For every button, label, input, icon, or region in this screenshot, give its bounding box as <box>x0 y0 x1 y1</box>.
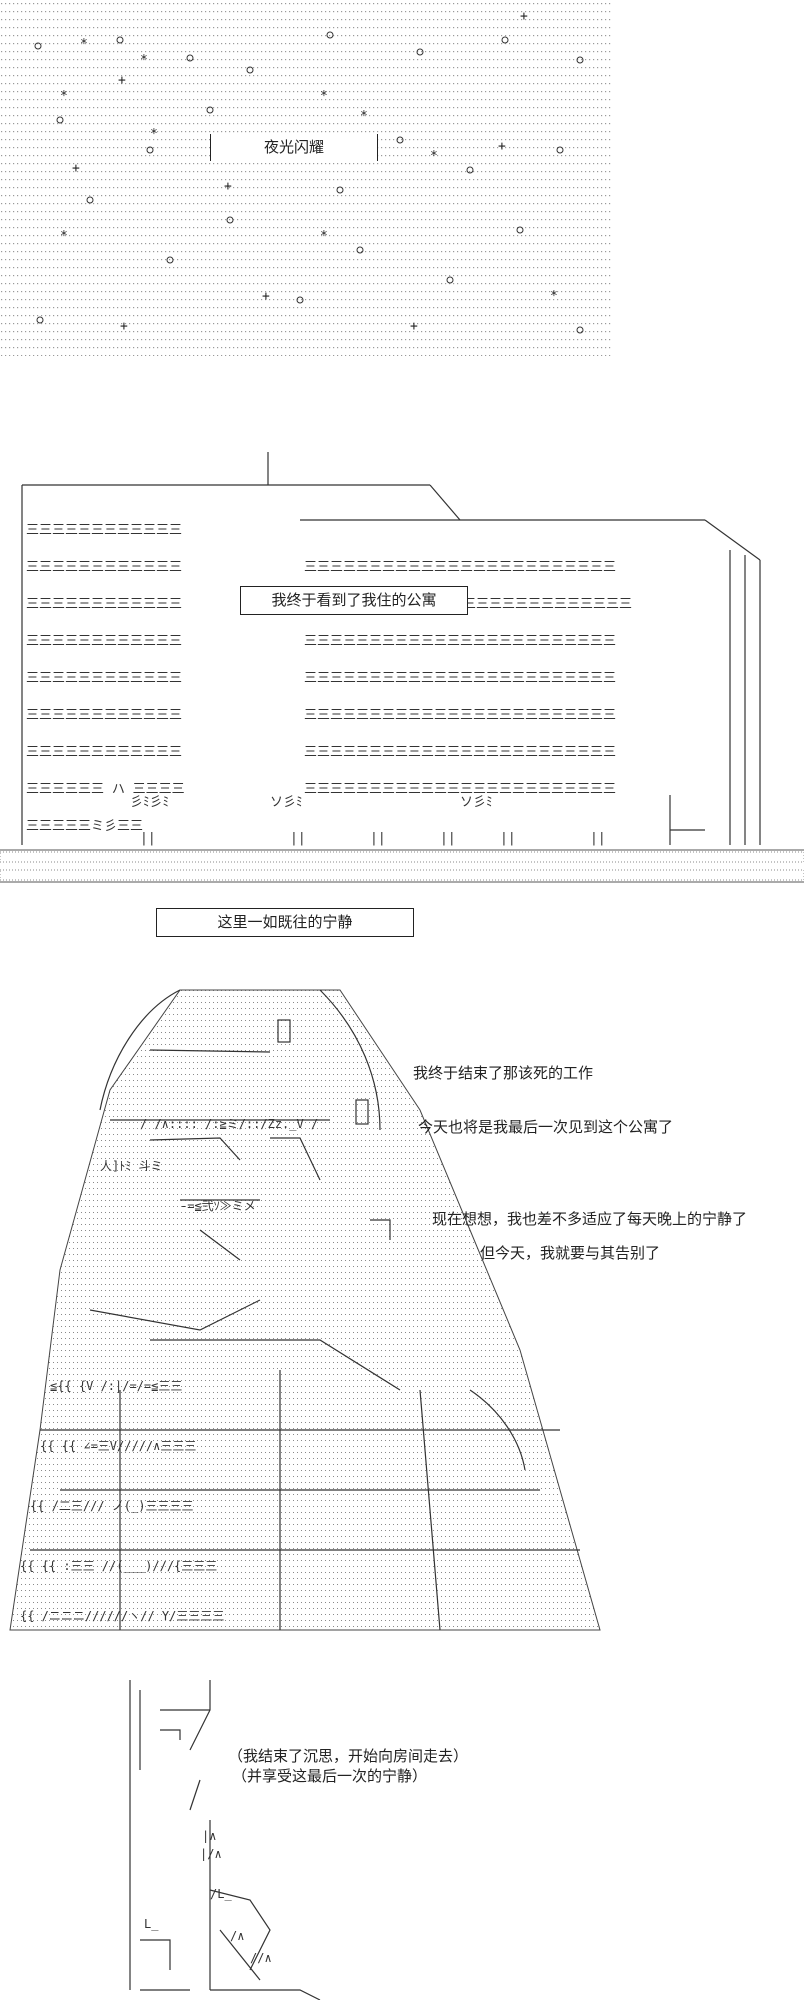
svg-text:+: + <box>72 161 80 176</box>
character-ascii-art: / /∧:::: /:≧ミ/::/Zz._V / 人]ﾄﾐ 斗ミ -=≦弐ｿ≫ミ… <box>0 970 620 1644</box>
svg-text:三三三三三ミ彡三三: 三三三三三ミ彡三三 <box>26 819 143 834</box>
walking-figure-ascii-art: |∧ |/∧ /L_ /∧ //∧ L_ <box>100 1670 340 2004</box>
svg-text:||: || <box>440 831 456 846</box>
svg-text:ソ彡ﾐ: ソ彡ﾐ <box>460 795 493 810</box>
svg-text:人]ﾄﾐ 斗ミ: 人]ﾄﾐ 斗ミ <box>100 1159 162 1173</box>
narration-line-1: （我结束了沉思，开始向房间走去） <box>228 1747 469 1765</box>
svg-text:+: + <box>410 319 418 334</box>
svg-text:*: * <box>430 149 438 164</box>
svg-text:{{ /二三/// ノ(_)三三三三: {{ /二三/// ノ(_)三三三三 <box>30 1499 193 1513</box>
svg-text:*: * <box>320 89 328 104</box>
panel-1-title: 夜光闪耀 <box>263 138 324 156</box>
svg-text:三三三三三三三三三三三三三三三三三三三三三三三三: 三三三三三三三三三三三三三三三三三三三三三三三三 <box>304 671 616 686</box>
svg-text:三三三三三三三三三三三三三三三三三三三三三三三三: 三三三三三三三三三三三三三三三三三三三三三三三三 <box>304 745 616 760</box>
svg-text:-=≦弐ｿ≫ミメ: -=≦弐ｿ≫ミメ <box>180 1199 256 1213</box>
svg-text:||: || <box>140 831 156 846</box>
svg-text:/∧: /∧ <box>230 1929 244 1943</box>
svg-text:彡ﾐ彡ﾐ: 彡ﾐ彡ﾐ <box>130 795 169 810</box>
svg-text:*: * <box>60 89 68 104</box>
svg-text:三三三三三三三三三三三三: 三三三三三三三三三三三三 <box>26 745 182 760</box>
svg-text:+: + <box>498 139 506 154</box>
svg-text:{{ /ニニニ//////ヽ// Y/三三三三: {{ /ニニニ//////ヽ// Y/三三三三 <box>20 1609 224 1623</box>
svg-text:*: * <box>550 289 558 304</box>
svg-text:*: * <box>80 37 88 52</box>
panel-2-title-box: 我终于看到了我住的公寓 <box>240 586 468 615</box>
svg-text:*: * <box>140 53 148 68</box>
svg-text:||: || <box>500 831 516 846</box>
svg-text:三三三三三三三三三三三三: 三三三三三三三三三三三三 <box>26 560 182 575</box>
night-sky-ascii-art: * * * * * * * * * * + + + + + + + + <box>0 0 612 360</box>
panel-1-title-box: 夜光闪耀 <box>210 134 378 161</box>
svg-text:三三三三三三三三三三三三: 三三三三三三三三三三三三 <box>26 708 182 723</box>
svg-text:三三三三三三三三三三三三三三三三三三三三三三三三: 三三三三三三三三三三三三三三三三三三三三三三三三 <box>304 782 616 797</box>
svg-text:/ /∧:::: /:≧ミ/::/Zz._V /: / /∧:::: /:≧ミ/::/Zz._V / <box>140 1117 318 1131</box>
svg-text:三三三三三三 ハ 三三三三: 三三三三三三 ハ 三三三三 <box>26 782 185 797</box>
svg-text:三三三三三三三三三三三三三三: 三三三三三三三三三三三三三三 <box>450 597 632 612</box>
svg-text:三三三三三三三三三三三三三三三三三三三三三三三三: 三三三三三三三三三三三三三三三三三三三三三三三三 <box>304 634 616 649</box>
svg-text:+: + <box>520 9 528 24</box>
panel-3-title: 这里一如既往的宁静 <box>217 913 353 931</box>
svg-text:{{ {{ ∠=三V/////∧三三三: {{ {{ ∠=三V/////∧三三三 <box>40 1439 196 1453</box>
svg-text:|∧: |∧ <box>202 1829 216 1843</box>
svg-text:*: * <box>320 229 328 244</box>
svg-text:*: * <box>360 109 368 124</box>
svg-text:+: + <box>118 73 126 88</box>
svg-text:||: || <box>290 831 306 846</box>
apartment-building-ascii-art: 三三三三三三三三三三三三 三三三三三三三三三三三三 三三三三三三三三三三三三 三… <box>0 450 804 889</box>
svg-text:三三三三三三三三三三三三: 三三三三三三三三三三三三 <box>26 634 182 649</box>
svg-text:+: + <box>224 179 232 194</box>
panel-2-title: 我终于看到了我住的公寓 <box>271 591 437 609</box>
svg-text:/L_: /L_ <box>210 1887 232 1901</box>
monologue-line-3: 现在想想，我也差不多适应了每天晚上的宁静了 <box>432 1210 748 1228</box>
svg-text://∧: //∧ <box>250 1951 272 1965</box>
panel-3-title-box: 这里一如既往的宁静 <box>156 908 414 937</box>
svg-text:ソ彡ﾐ: ソ彡ﾐ <box>270 795 303 810</box>
svg-text:三三三三三三三三三三三三三三三三三三三三三三三三: 三三三三三三三三三三三三三三三三三三三三三三三三 <box>304 708 616 723</box>
svg-text:*: * <box>60 229 68 244</box>
monologue-line-2: 今天也将是我最后一次见到这个公寓了 <box>418 1118 674 1136</box>
svg-text:三三三三三三三三三三三三: 三三三三三三三三三三三三 <box>26 523 182 538</box>
narration-line-2: （并享受这最后一次的宁静） <box>232 1767 428 1785</box>
svg-text:+: + <box>120 319 128 334</box>
svg-text:*: * <box>150 127 158 142</box>
svg-text:{{ {{ :三三 //(___)///{三三三: {{ {{ :三三 //(___)///{三三三 <box>20 1559 217 1573</box>
svg-text:三三三三三三三三三三三三: 三三三三三三三三三三三三 <box>26 597 182 612</box>
svg-text:三三三三三三三三三三三三三三三三三三三三三三三三: 三三三三三三三三三三三三三三三三三三三三三三三三 <box>304 560 616 575</box>
svg-text:L_: L_ <box>144 1917 159 1931</box>
svg-text:||: || <box>370 831 386 846</box>
svg-text:≦{{ {V /:|/=/=≦三三: ≦{{ {V /:|/=/=≦三三 <box>50 1379 182 1393</box>
svg-text:三三三三三三三三三三三三: 三三三三三三三三三三三三 <box>26 671 182 686</box>
svg-text:||: || <box>590 831 606 846</box>
svg-text:+: + <box>262 289 270 304</box>
monologue-line-1: 我终于结束了那该死的工作 <box>413 1064 594 1082</box>
monologue-line-4: 但今天，我就要与其告别了 <box>480 1244 661 1262</box>
svg-text:|/∧: |/∧ <box>200 1847 222 1861</box>
